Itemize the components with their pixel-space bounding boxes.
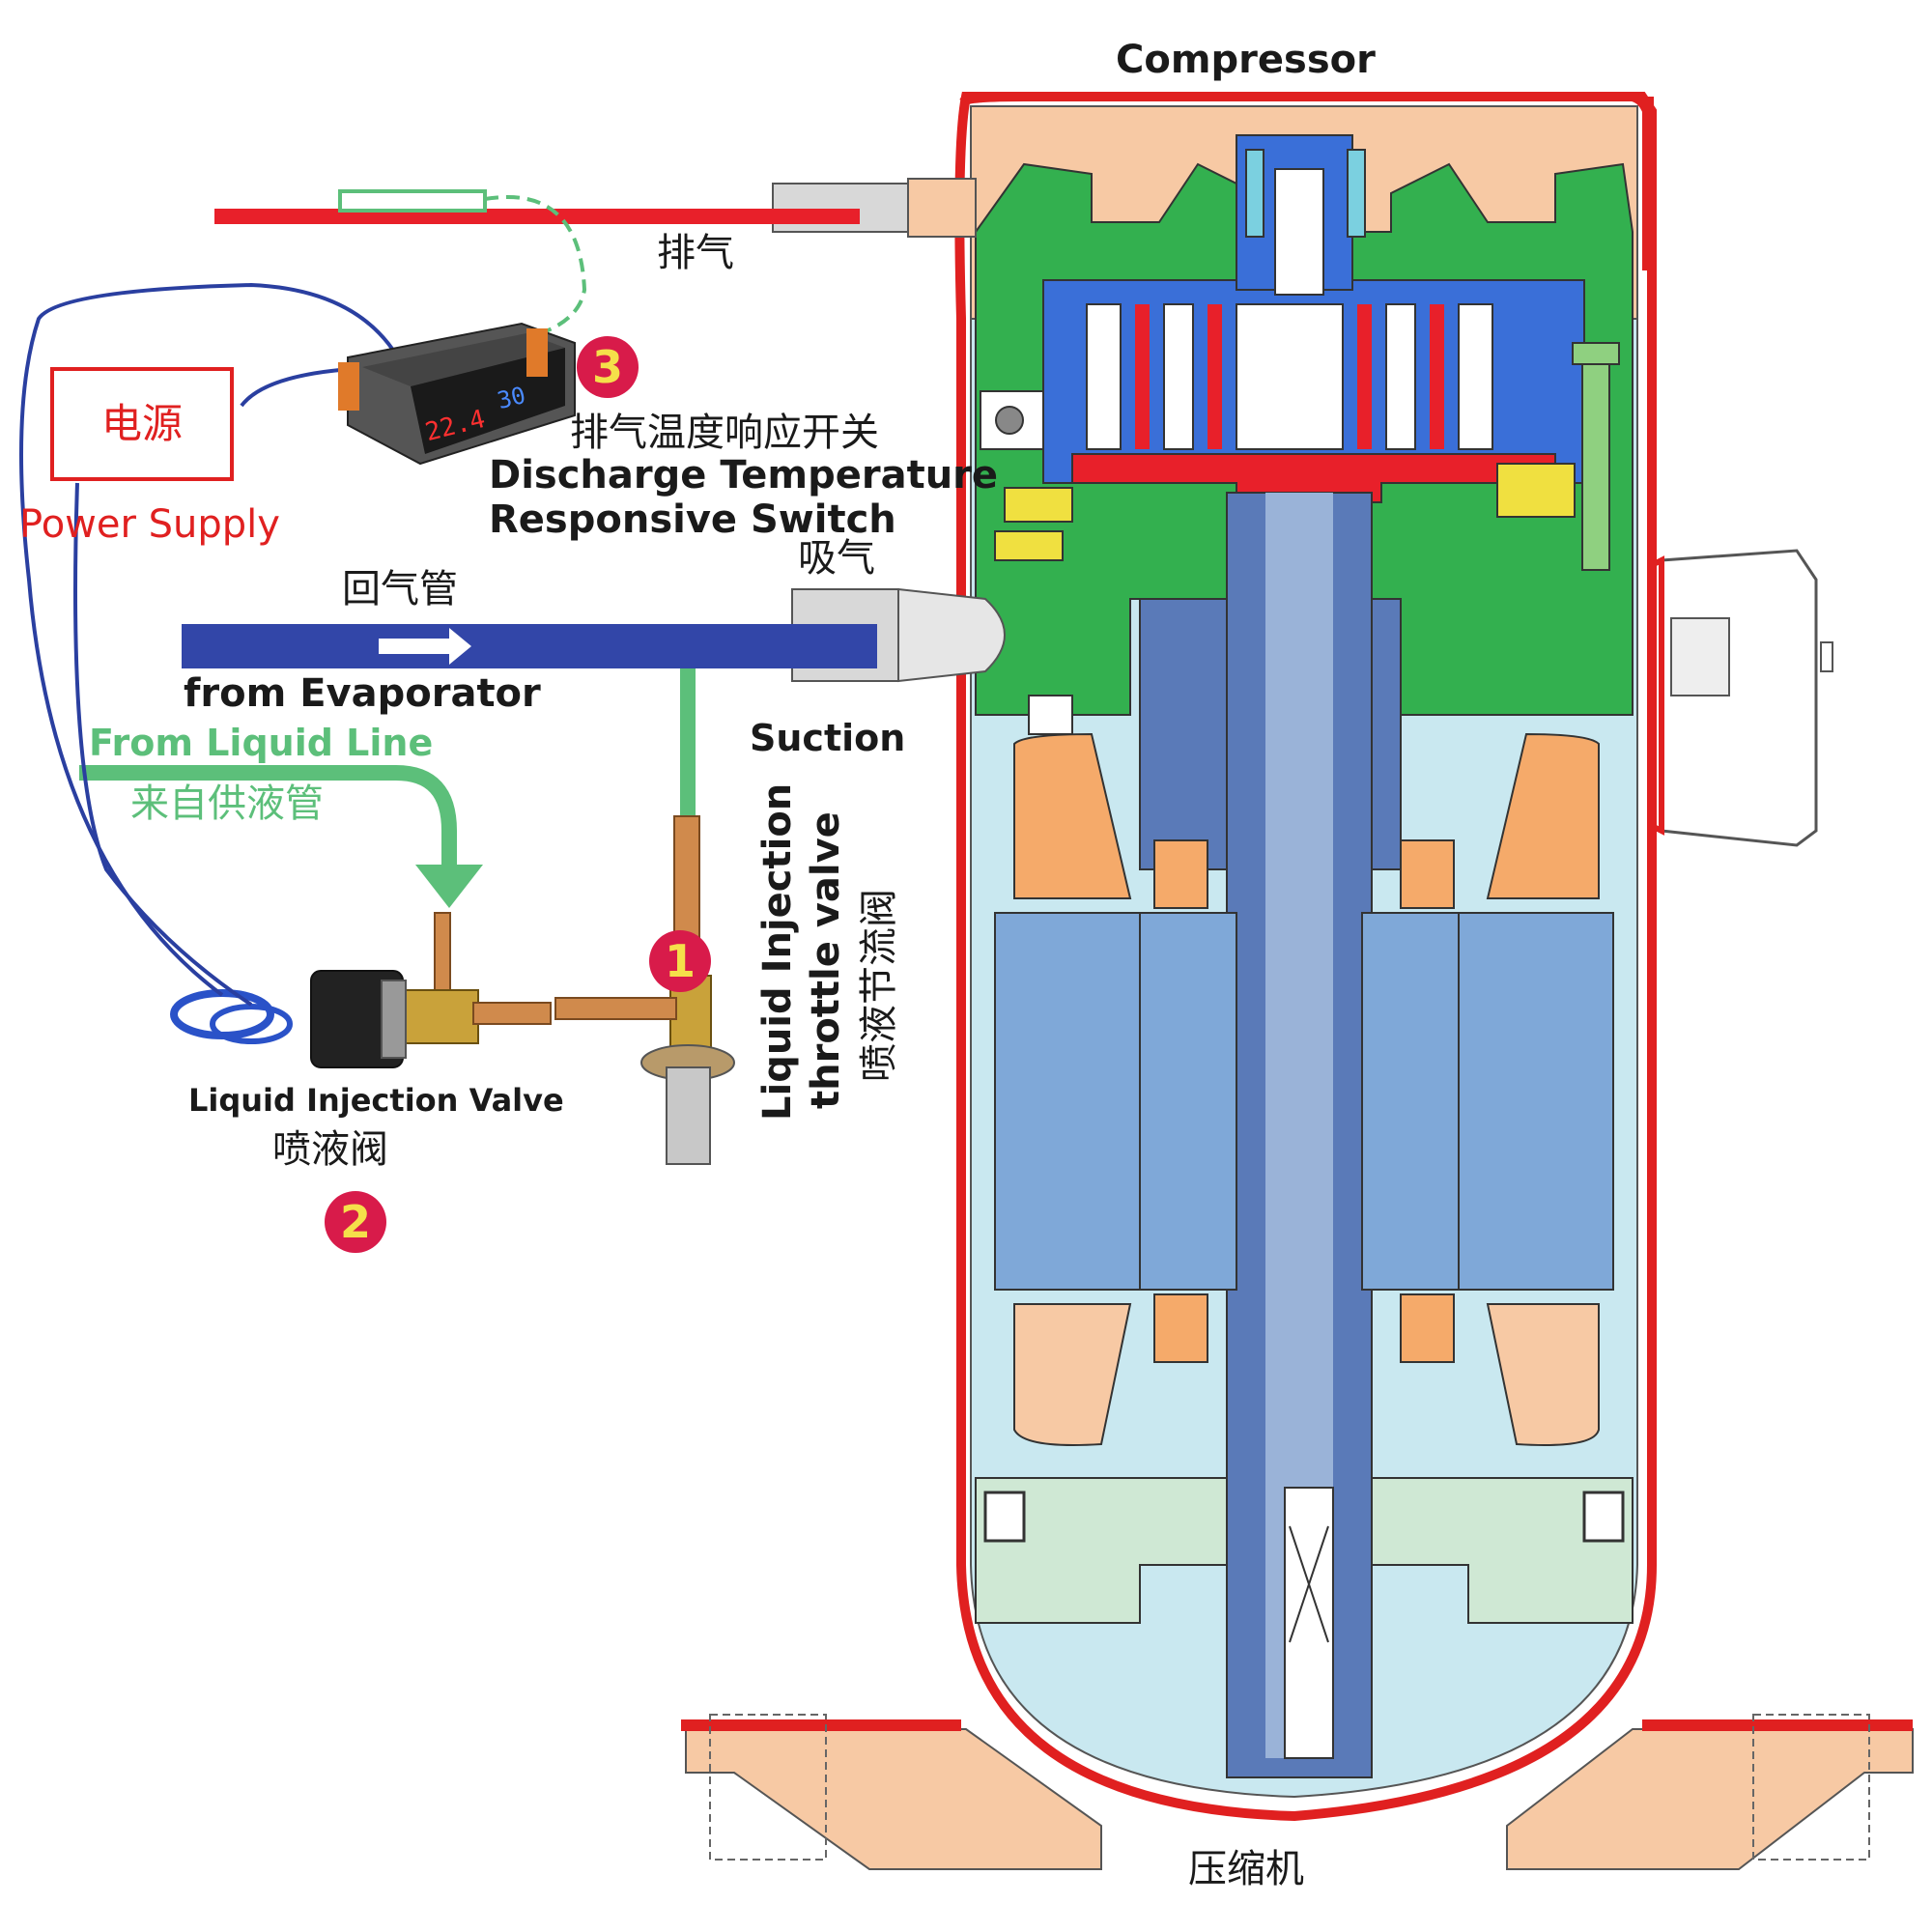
from-liquid-line: From Liquid Line xyxy=(89,722,434,764)
temperature-controller xyxy=(338,322,576,466)
injection-valve-image xyxy=(170,912,552,1068)
suction-line xyxy=(182,624,877,668)
discharge-cn: 排气 xyxy=(657,231,734,275)
suction-cn: 吸气 xyxy=(798,536,875,581)
compressor-title: Compressor xyxy=(1116,38,1376,82)
badge-3: 3 xyxy=(577,336,639,398)
switch-en-2: Responsive Switch xyxy=(489,497,896,542)
power-cn: 电源 xyxy=(100,400,183,447)
injection-valve-cn: 喷液阀 xyxy=(272,1127,388,1172)
compressor-cn: 压缩机 xyxy=(1188,1847,1304,1891)
terminal-box xyxy=(1660,549,1818,847)
from-evaporator: from Evaporator xyxy=(184,671,541,716)
stator xyxy=(994,912,1141,1291)
temp-sensor xyxy=(338,189,487,213)
badge-1: 1 xyxy=(649,930,711,992)
liquid-supply-cn: 来自供液管 xyxy=(130,781,324,826)
power-supply-box: 电源 xyxy=(50,367,234,481)
throttle-valve-image xyxy=(554,815,735,1165)
throttle-en-2: throttle valve xyxy=(804,811,848,1109)
injection-valve-en: Liquid Injection Valve xyxy=(188,1082,564,1119)
flow-arrow xyxy=(379,628,471,665)
compressor-feet xyxy=(681,1714,1914,1870)
return-pipe-cn: 回气管 xyxy=(342,567,458,611)
scroll-wraps xyxy=(1086,303,1493,450)
liquid-line xyxy=(79,765,457,869)
switch-cn: 排气温度响应开关 xyxy=(570,411,879,455)
switch-en-1: Discharge Temperature xyxy=(489,453,999,497)
power-en: Power Supply xyxy=(19,502,280,547)
throttle-en-1: Liquid Injection xyxy=(755,782,800,1121)
throttle-cn: 喷液节流阀 xyxy=(857,889,901,1082)
suction-en: Suction xyxy=(750,717,906,759)
motor-windings xyxy=(1013,732,1132,899)
controller-display-right: 30 xyxy=(495,381,528,415)
lower-bearing xyxy=(975,1477,1228,1624)
badge-2: 2 xyxy=(325,1191,386,1253)
